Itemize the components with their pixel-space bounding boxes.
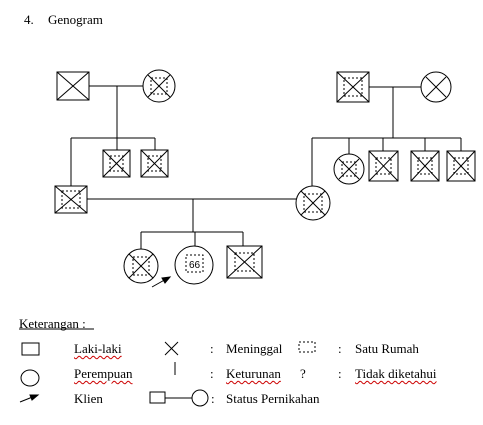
maternal-aunt (333, 153, 365, 185)
maternal-uncle-3 (446, 150, 476, 182)
mother (295, 185, 331, 221)
legend-marriage-symbol (149, 389, 209, 407)
legend-separator: : (210, 366, 214, 381)
sibling-male (226, 245, 263, 279)
legend-male-symbol (21, 342, 40, 356)
paternal-grandfather (56, 71, 90, 101)
legend-household-label: Satu Rumah (355, 341, 419, 356)
client (174, 245, 214, 285)
legend-unknown-label: Tidak diketahui (355, 366, 437, 381)
legend-offspring-label: Keturunan (226, 366, 281, 381)
legend-title: Keterangan : (19, 316, 86, 331)
client-arrow (151, 276, 172, 288)
legend-separator: : (338, 366, 342, 381)
legend-unknown-symbol: ? (300, 366, 306, 381)
legend-female-symbol (20, 369, 40, 387)
legend-separator: : (211, 391, 215, 406)
maternal-uncle-2 (410, 150, 440, 182)
sibling-female (123, 248, 159, 284)
legend-marriage-label: Status Pernikahan (226, 391, 320, 406)
legend-client-arrow (19, 394, 40, 403)
legend-separator: : (210, 341, 214, 356)
legend-male-label: Laki-laki (74, 341, 122, 356)
maternal-grandmother (420, 71, 452, 103)
legend-household-symbol (298, 341, 316, 353)
heading-title: Genogram (48, 12, 103, 27)
father (54, 185, 88, 214)
legend-client-label: Klien (74, 391, 103, 406)
legend-female-label: Perempuan (74, 366, 133, 381)
paternal-uncle-2 (140, 149, 169, 178)
client-age: 66 (189, 260, 201, 271)
legend-deceased-label: Meninggal (226, 341, 283, 356)
paternal-grandmother (142, 69, 176, 103)
maternal-grandfather (336, 71, 370, 103)
maternal-uncle-1 (368, 150, 399, 182)
paternal-uncle-1 (102, 149, 131, 178)
legend-separator: : (338, 341, 342, 356)
legend-deceased-symbol (164, 341, 179, 356)
heading-number: 4. (24, 12, 34, 27)
